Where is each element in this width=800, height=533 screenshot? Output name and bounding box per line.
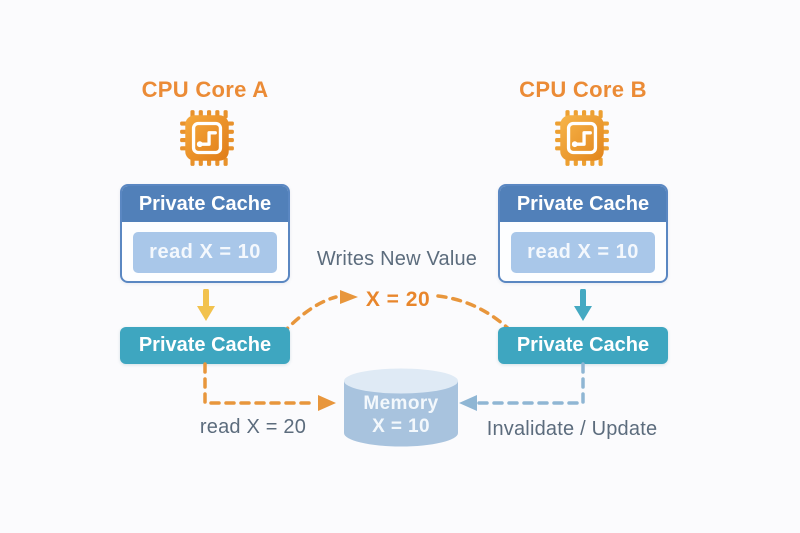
memory-value: X = 10 [372, 416, 430, 437]
cpu-chip-icon [555, 110, 609, 166]
private-cache-box-b: Private Cache read X = 10 [498, 184, 668, 283]
cpu-core-a-label: CPU Core A [141, 77, 269, 102]
private-cache-lower-b: Private Cache [498, 327, 668, 364]
memory-text: Memory X = 10 [341, 392, 461, 438]
invalidate-update-label: Invalidate / Update [486, 418, 658, 440]
cpu-core-b-label: CPU Core B [519, 77, 647, 102]
down-arrow-icon [574, 289, 592, 321]
new-value-label: X = 20 [365, 288, 431, 311]
memory-cylinder [344, 368, 458, 447]
down-arrow-icon [197, 289, 215, 321]
invalidate-arrow [459, 362, 585, 411]
read-memory-arrow [203, 362, 336, 411]
memory-label: Memory [363, 393, 439, 414]
private-cache-box-a: Private Cache read X = 10 [120, 184, 290, 283]
read-x20-label: read X = 20 [199, 416, 307, 438]
private-cache-b-value: read X = 10 [511, 232, 655, 273]
private-cache-b-title: Private Cache [500, 186, 666, 222]
cpu-chip-icon [180, 110, 234, 166]
private-cache-a-title: Private Cache [122, 186, 288, 222]
writes-new-value-label: Writes New Value [316, 248, 478, 270]
private-cache-a-value: read X = 10 [133, 232, 277, 273]
private-cache-lower-a: Private Cache [120, 327, 290, 364]
